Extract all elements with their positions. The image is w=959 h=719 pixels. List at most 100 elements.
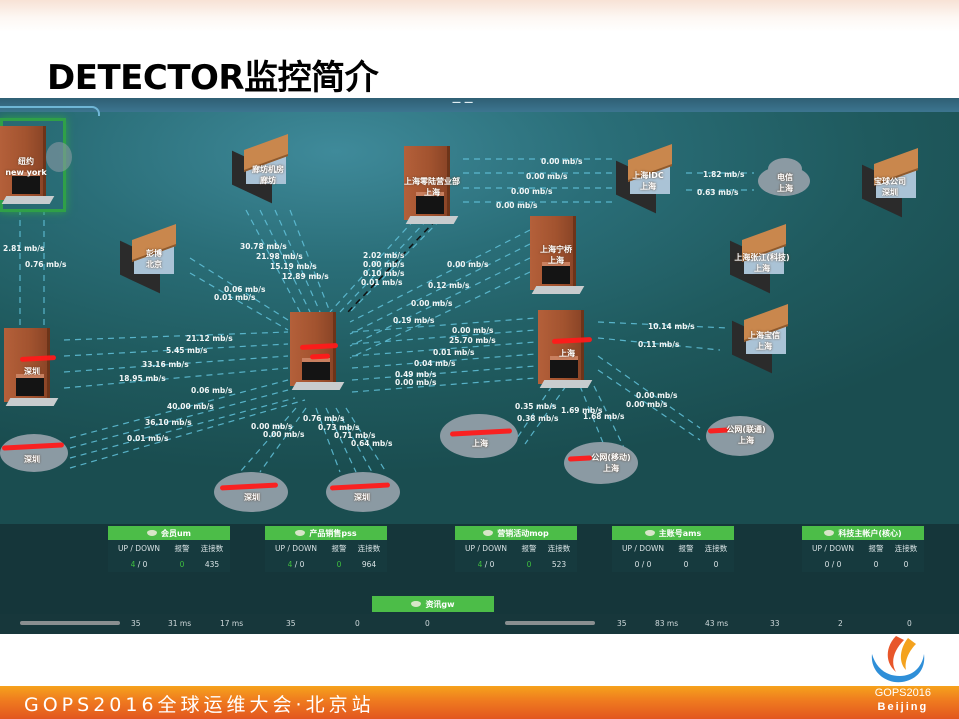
node-shenzhen-cloud-label: 深圳 — [24, 455, 40, 464]
node-dianxin-label: 电信 上海 — [777, 173, 793, 193]
up-count: 4 — [477, 559, 483, 569]
node-langfang-label: 廊坊机房 廊坊 — [252, 165, 284, 185]
node-shenzhen-cloud-3[interactable] — [326, 472, 400, 512]
node-shanghai-waigaoqiao[interactable] — [404, 146, 459, 226]
metric-cell: 33 — [770, 619, 780, 628]
rate-label: 1.68 mb/s — [583, 412, 625, 421]
rate-label: 0.00 mb/s — [511, 187, 553, 196]
node-yidong-label: 公网(移动) 上海 — [591, 453, 631, 473]
rate-label: 0.76 mb/s — [303, 414, 345, 423]
rate-label: 1.69 mb/s — [561, 406, 603, 415]
metric-cell: 35 — [617, 619, 627, 628]
rate-label: 0.00 mb/s — [411, 299, 453, 308]
status-dot-icon — [644, 530, 655, 536]
node-pengbo-label: 彭博 北京 — [146, 249, 162, 269]
rate-label: 1.82 mb/s — [703, 170, 745, 179]
rate-label: 0.00 mb/s — [251, 422, 293, 431]
rate-label: 0.00 mb/s — [541, 157, 583, 166]
alarm-count: 0 — [179, 559, 185, 569]
node-gongwang-yidong[interactable] — [564, 442, 638, 484]
node-shenzhen-cloud-2[interactable] — [214, 472, 288, 512]
node-dianxin-center-label: 上海 — [472, 439, 488, 448]
node-shanghai-idc[interactable] — [616, 143, 678, 214]
rate-label: 12.89 mb/s — [282, 272, 329, 281]
redacted-name — [20, 621, 120, 625]
node-liantong-label: 公网(联通) 上海 — [726, 425, 766, 445]
rate-label: 0.35 mb/s — [515, 402, 557, 411]
rate-label: 0.01 mb/s — [127, 434, 169, 443]
node-shanghai-waigaoqiao-label: 上海零陆营业部 上海 — [404, 177, 460, 197]
metric-cell: 35 — [131, 619, 141, 628]
up-count: 4 — [287, 559, 293, 569]
screen-topbar — [0, 98, 959, 112]
down-count: / 0 — [831, 559, 842, 569]
metric-cell: 0 — [425, 619, 430, 628]
col-header: 报警 — [331, 543, 347, 553]
node-shanghai-baoxin-label: 上海宝信 上海 — [748, 331, 780, 351]
screen-tab[interactable] — [0, 106, 100, 116]
rate-label: 0.19 mb/s — [393, 316, 435, 325]
footer-conference-text: GOPS2016全球运维大会·北京站 — [24, 694, 375, 716]
rate-label: 0.00 mb/s — [496, 201, 538, 210]
alarm-count: 0 — [683, 559, 689, 569]
metric-cell: 17 ms — [220, 619, 244, 628]
rate-label: 0.00 mb/s — [395, 378, 437, 387]
metric-cell: 35 — [286, 619, 296, 628]
col-header: 报警 — [174, 543, 190, 553]
col-header: 连接数 — [547, 543, 571, 553]
node-shenzhen-cloud[interactable] — [0, 434, 68, 472]
col-header: 连接数 — [200, 543, 224, 553]
node-central[interactable] — [290, 312, 345, 392]
rate-label: 25.70 mb/s — [449, 336, 496, 345]
conn-count: 435 — [204, 559, 220, 569]
rate-label: 33.16 mb/s — [142, 360, 189, 369]
node-shanghai-right-warehouse[interactable] — [538, 310, 593, 390]
rate-label: 0.00 mb/s — [263, 430, 305, 439]
down-count: / 0 — [137, 559, 148, 569]
node-gongwang-liantong[interactable] — [706, 416, 774, 456]
col-header: 连接数 — [357, 543, 381, 553]
node-shanghai-right-label: 上海 — [559, 349, 575, 358]
node-newyork[interactable] — [0, 126, 55, 206]
up-count: 4 — [130, 559, 136, 569]
node-shenzhen-company[interactable] — [862, 147, 924, 218]
node-shanghai-zhangjiang[interactable] — [730, 223, 792, 294]
down-count: / 0 — [641, 559, 652, 569]
node-shanghai-baoxin[interactable] — [732, 303, 794, 374]
node-shenzhen-warehouse[interactable] — [4, 328, 59, 408]
rate-label: 30.78 mb/s — [240, 242, 287, 251]
rate-label: 0.38 mb/s — [517, 414, 559, 423]
node-shanghai-ningqiao[interactable] — [530, 216, 585, 296]
node-shenzhen-cloud-2-label: 深圳 — [244, 493, 260, 502]
status-dot-icon — [146, 530, 157, 536]
gops-logo-icon — [871, 636, 925, 683]
node-langfang[interactable] — [232, 133, 294, 204]
rate-label: 2.02 mb/s — [363, 251, 405, 260]
rate-label: 0.76 mb/s — [25, 260, 67, 269]
footer-brand: GOPS2016 Beijing — [875, 686, 931, 714]
node-shanghai-zhangjiang-label: 上海张江(科技) 上海 — [734, 253, 790, 273]
node-pengbo[interactable] — [120, 223, 182, 294]
footer-bar: GOPS2016全球运维大会·北京站 GOPS2016 Beijing — [0, 686, 959, 719]
service-card-gateway[interactable]: 资讯gw — [372, 596, 494, 612]
node-newyork-label: 纽约 new york — [5, 157, 47, 177]
down-count: / 0 — [484, 559, 495, 569]
col-header: 连接数 — [704, 543, 728, 553]
rate-label: 0.12 mb/s — [428, 281, 470, 290]
metric-cell: 83 ms — [655, 619, 679, 628]
node-shanghai-ningqiao-label: 上海宁桥 上海 — [540, 245, 572, 265]
bottom-metrics-row: 35 31 ms 17 ms 35 0 0 35 83 ms 43 ms 33 … — [0, 614, 959, 634]
rate-label: 21.12 mb/s — [186, 334, 233, 343]
redaction-mark — [309, 353, 331, 360]
metric-cell: 31 ms — [168, 619, 192, 628]
rate-label: 0.73 mb/s — [318, 423, 360, 432]
node-shenzhen-warehouse-label: 深圳 — [24, 367, 40, 376]
rate-label: 0.64 mb/s — [351, 439, 393, 448]
service-name: 产品销售pss — [309, 528, 357, 538]
